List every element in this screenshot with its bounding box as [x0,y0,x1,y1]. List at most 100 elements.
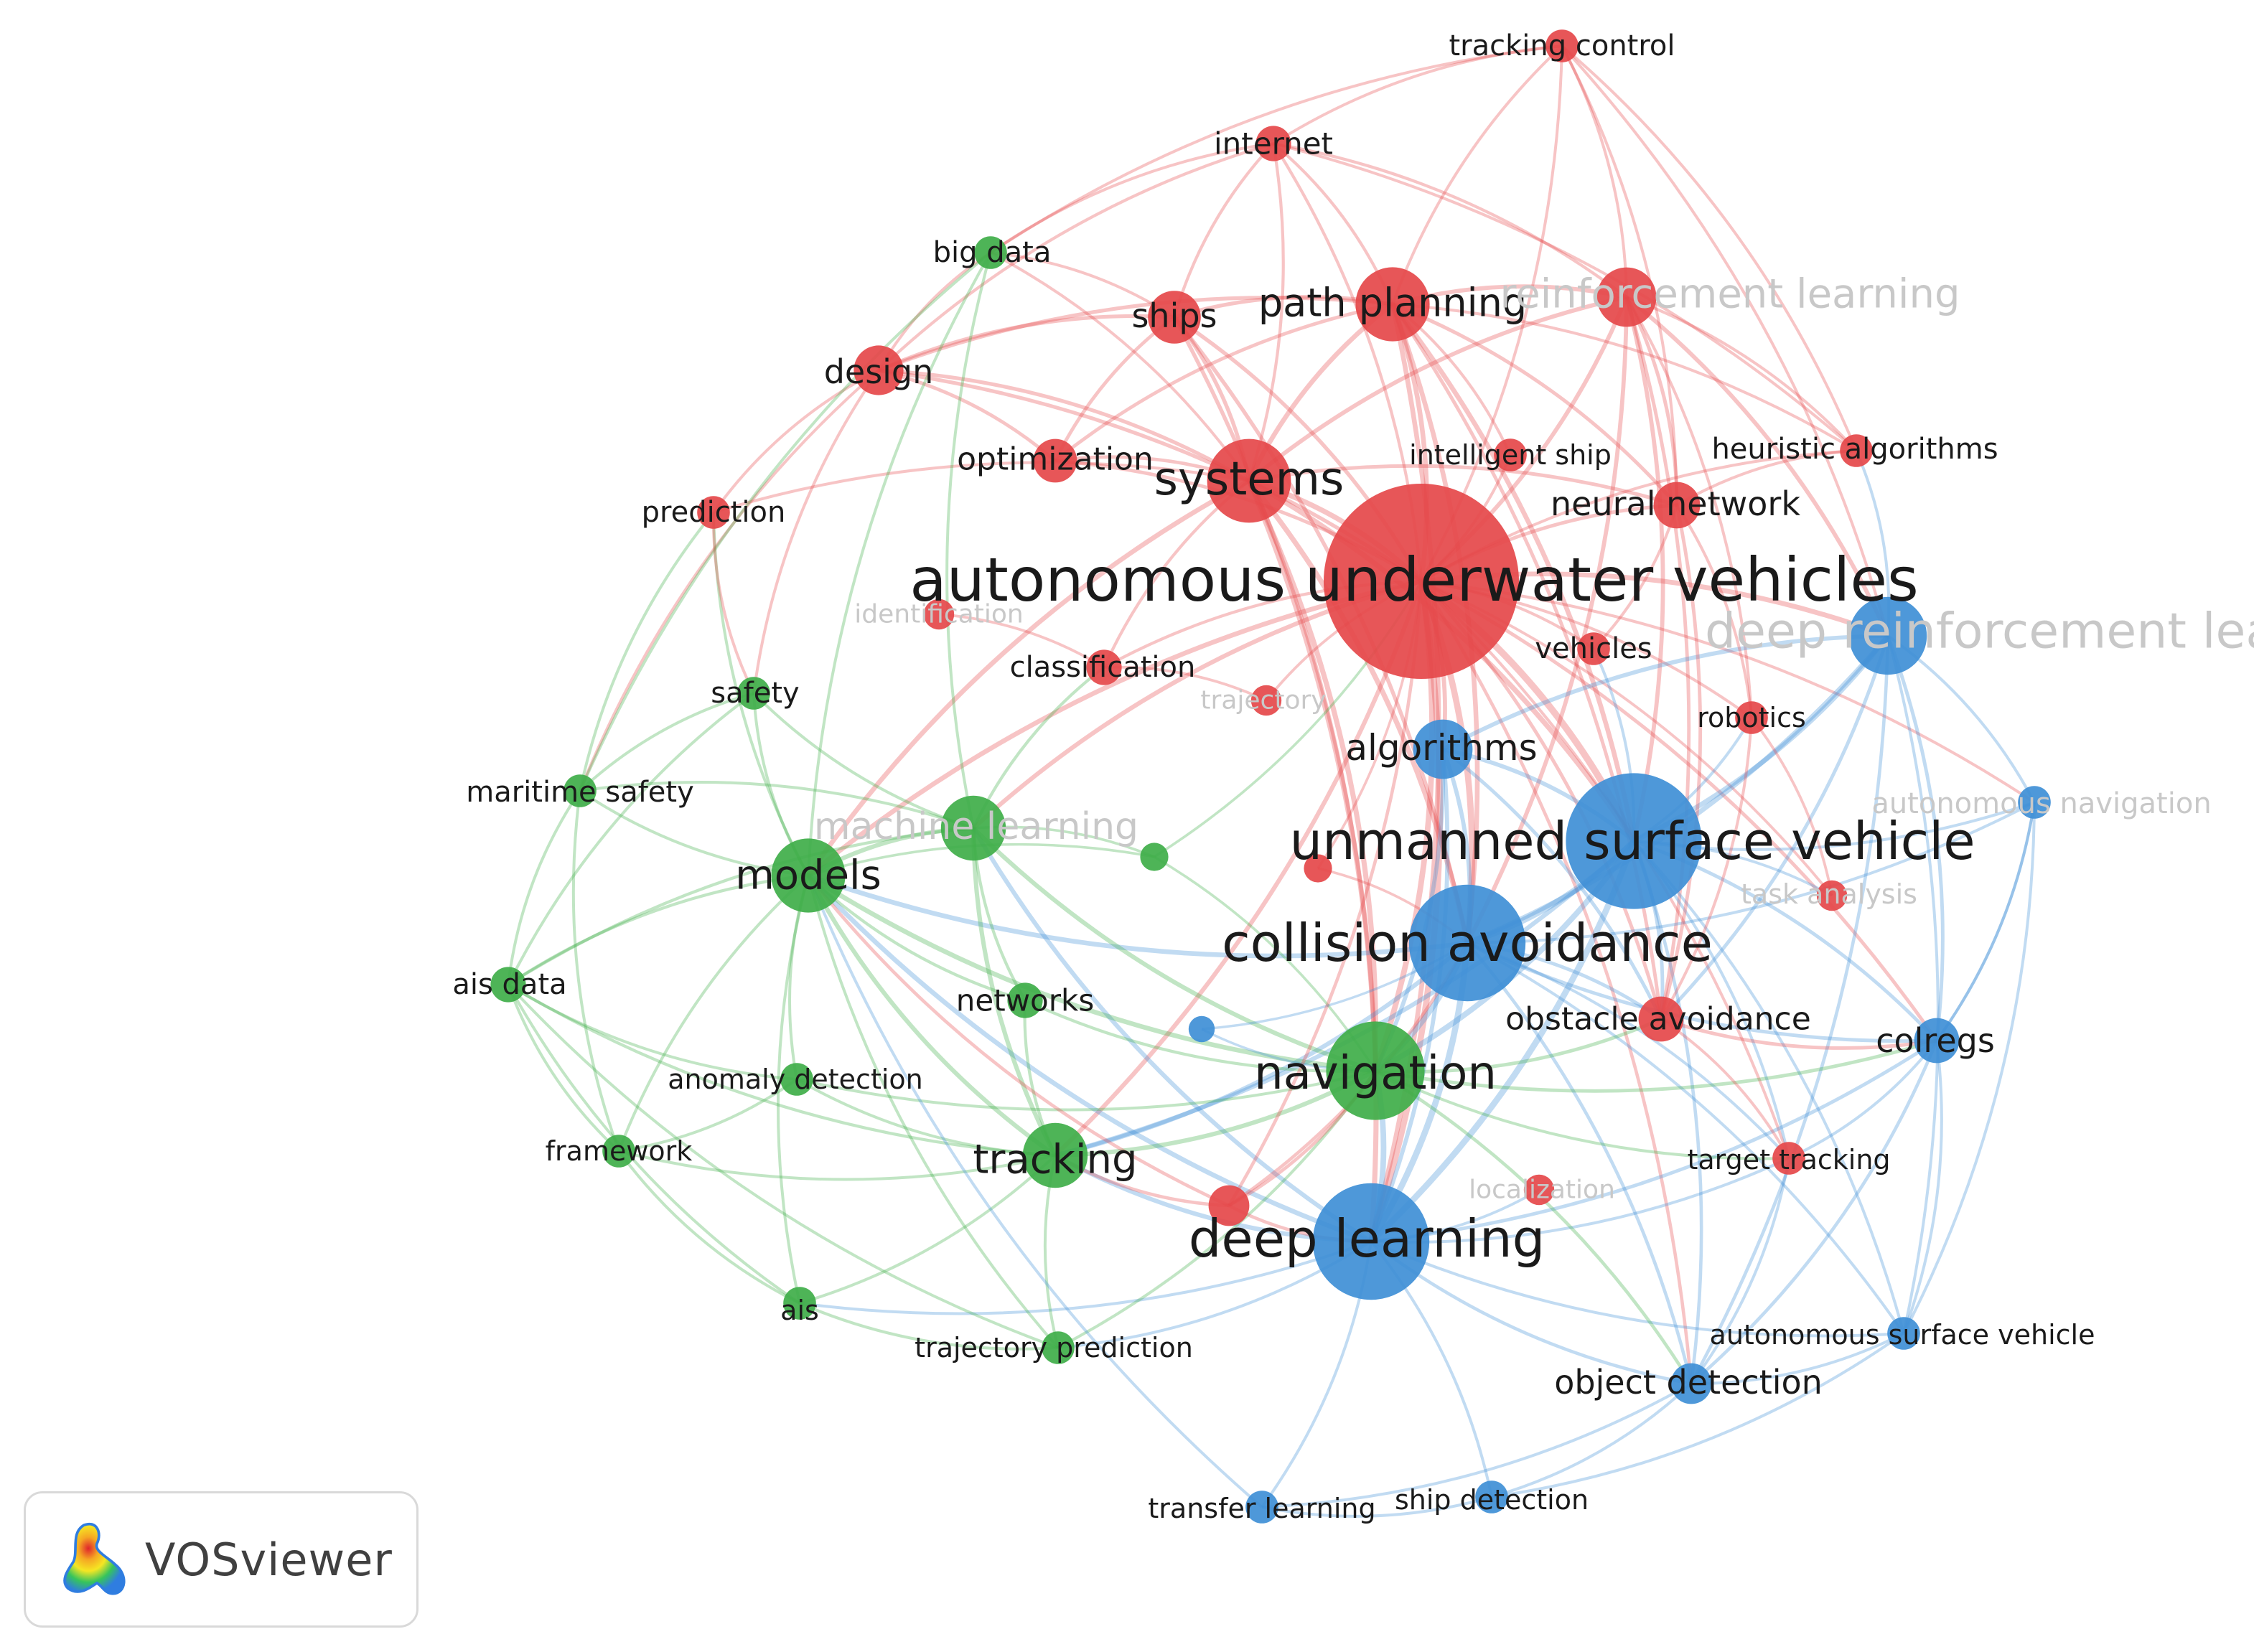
node-ships[interactable] [1148,291,1201,344]
node-trk[interactable] [1022,1122,1088,1188]
node-ca[interactable] [1408,884,1526,1002]
node-robotics[interactable] [1735,701,1768,734]
node-veh[interactable] [1577,632,1610,665]
label-loc: localization [1469,1175,1615,1205]
node-traj[interactable] [1250,685,1282,716]
node-nn[interactable] [1653,482,1701,529]
node-internet[interactable] [1255,126,1291,161]
node-rl[interactable] [1596,267,1657,327]
node-alg[interactable] [1413,719,1473,779]
node-optim[interactable] [1033,438,1077,483]
node-bigdata[interactable] [974,236,1007,269]
network-link [752,692,974,830]
network-link [579,780,974,830]
network-link [1660,635,1890,1020]
network-link [1248,295,1627,483]
node-nav[interactable] [1326,1021,1425,1120]
label-ad: anomaly detection [668,1064,923,1095]
network-link [799,1240,1372,1315]
node-pred[interactable] [697,496,730,529]
network-link [1675,449,1857,507]
network-link [1369,840,1637,1244]
node-sys[interactable] [1207,438,1291,523]
node-b_mid[interactable] [1188,1015,1215,1043]
node-networks[interactable] [1007,982,1043,1018]
node-ha[interactable] [1840,434,1873,467]
label-ha: heuristic algorithms [1711,433,1998,466]
label-ais: ais [780,1295,819,1326]
node-colregs[interactable] [1914,1018,1960,1064]
label-tp: trajectory prediction [915,1332,1193,1364]
node-is[interactable] [1494,438,1527,471]
network-link [1247,479,1470,944]
network-link [1788,1039,1938,1160]
network-link [1660,1018,1790,1159]
node-r_mid[interactable] [1304,854,1332,883]
node-tl[interactable] [1245,1491,1278,1524]
node-aisdata[interactable] [490,967,526,1003]
network-link [1491,1382,1693,1498]
node-r_dl[interactable] [1208,1185,1250,1226]
network-link [878,368,1057,462]
label-ships: ships [1131,296,1217,335]
network-link [1750,716,1833,896]
node-sd[interactable] [1475,1480,1508,1513]
network-link [618,1150,1056,1181]
node-fw[interactable] [602,1135,635,1168]
network-link [1370,1038,1938,1244]
node-ta[interactable] [1816,880,1848,911]
network-link [507,983,798,1081]
node-ml[interactable] [940,795,1006,861]
network-link [971,826,1376,1073]
network-link [1375,1069,1790,1160]
node-dl[interactable] [1312,1183,1430,1300]
node-loc[interactable] [1523,1174,1555,1206]
node-an[interactable] [2018,786,2051,819]
label-tl: transfer learning [1148,1493,1375,1524]
label-design: design [824,352,934,391]
network-link [799,1154,1057,1305]
network-link [1561,45,1628,298]
label-robotics: robotics [1697,702,1806,733]
network-link [1054,302,1393,462]
network-link [806,479,1250,877]
label-bigdata: big data [933,236,1052,269]
network-link [507,984,801,1305]
network-link [1441,634,1889,751]
node-od[interactable] [1670,1363,1712,1404]
node-asv[interactable] [1887,1317,1920,1350]
node-ad[interactable] [780,1063,813,1096]
network-link [579,369,880,792]
node-design[interactable] [854,345,904,395]
node-auv[interactable] [1324,484,1519,679]
node-ident[interactable] [923,599,955,630]
network-link [1374,1069,1693,1385]
network-link [1273,141,1628,299]
label-safety: safety [711,677,799,710]
node-models[interactable] [771,838,846,913]
node-class[interactable] [1086,649,1122,685]
network-link [1272,44,1563,145]
network-link [1392,303,1858,452]
node-tp[interactable] [1042,1331,1075,1364]
network-link [711,512,755,694]
network-link [1248,464,1678,507]
node-pp[interactable] [1355,267,1430,342]
node-g_mid[interactable] [1140,843,1169,871]
node-tt[interactable] [1772,1142,1805,1175]
network-link [807,874,1230,1208]
network-link [1561,44,1889,637]
label-rl: reinforcement learning [1500,271,1960,318]
node-tc[interactable] [1545,29,1579,62]
node-ms[interactable] [564,774,597,807]
network-link [1261,1496,1492,1518]
label-models: models [735,853,882,899]
node-safety[interactable] [737,677,770,710]
node-drl[interactable] [1848,596,1927,675]
node-obst[interactable] [1638,996,1684,1042]
network-link [1675,504,1753,718]
node-usv[interactable] [1566,773,1702,909]
network-nodes[interactable] [490,29,2051,1524]
label-ca: collision avoidance [1222,913,1713,973]
node-ais[interactable] [783,1287,816,1320]
